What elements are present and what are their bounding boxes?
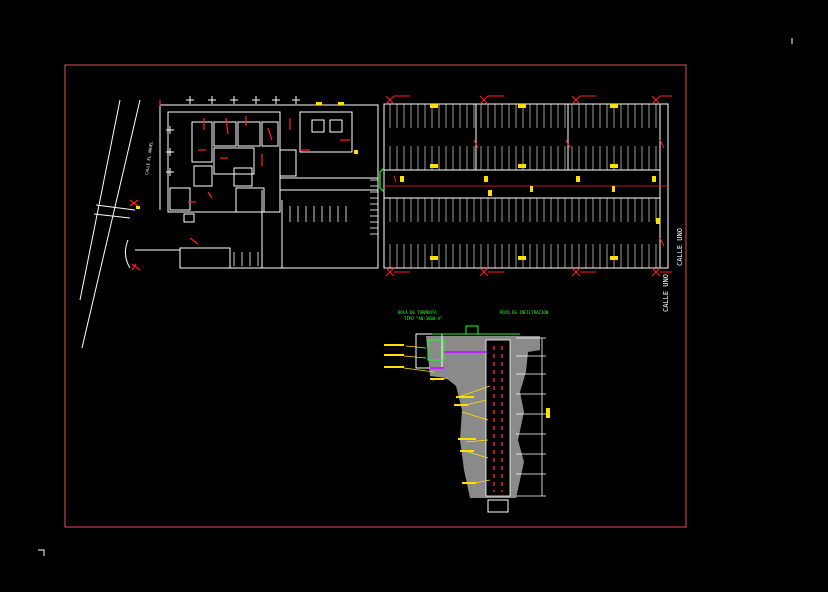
- drawing-frame: [64, 64, 687, 528]
- column-markers: [166, 96, 300, 176]
- detail-fill: [426, 336, 540, 498]
- detail-subtitle-left: TIPO “AB-3000-A”: [404, 316, 443, 321]
- parking-stall-lines: [389, 104, 657, 268]
- street-label-angel: CALLE EL ANGEL: [144, 140, 154, 175]
- detail-title-left: BOCA DE TORMENTA: [398, 310, 437, 315]
- street-label-uno-2: CALLE UNO: [662, 274, 670, 312]
- building-outline: [135, 104, 379, 269]
- parking-gate: [379, 167, 385, 193]
- street-label-uno-1: CALLE UNO: [676, 228, 684, 266]
- bottom-left-corner-mark: [38, 549, 45, 556]
- building-yellow-details: [136, 102, 358, 209]
- detail-title-right: POZO DE INFILTRACION: [500, 310, 549, 315]
- detail-drawing: BOCA DE TORMENTA TIPO “AB-3000-A” POZO D…: [384, 310, 550, 513]
- street-lines: [79, 99, 141, 349]
- parking-yellow-markers: [400, 104, 660, 260]
- building-red-details: [129, 100, 350, 271]
- inner-parking-stalls: [233, 179, 378, 266]
